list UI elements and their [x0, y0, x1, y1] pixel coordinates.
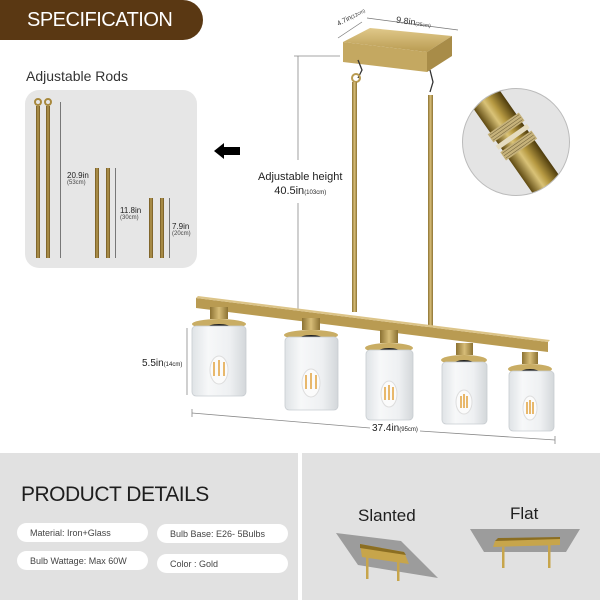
- lamp-3: [365, 330, 414, 421]
- rod-short-dimension: 7.9in(20cm): [172, 222, 191, 238]
- rod-medium: [106, 168, 110, 258]
- spec-color: Color : Gold: [157, 554, 288, 573]
- product-details-title: PRODUCT DETAILS: [21, 483, 209, 506]
- rod-long-dimension-line: [60, 102, 61, 258]
- spec-bulb-wattage: Bulb Wattage: Max 60W: [17, 551, 148, 570]
- slanted-ceiling-icon: [336, 533, 438, 581]
- spec-bulb-base: Bulb Base: E26- 5Bulbs: [157, 524, 288, 543]
- rod-medium: [95, 168, 99, 258]
- rods-panel: 20.9in(53cm) 11.8in(30cm) 7.9in(20cm): [25, 90, 197, 268]
- rod-hook-icon: [44, 98, 52, 106]
- rod-medium-dimension-line: [115, 168, 116, 258]
- rod-hook-icon: [34, 98, 42, 106]
- specification-title: SPECIFICATION: [27, 8, 173, 31]
- spec-material: Material: Iron+Glass: [17, 523, 148, 542]
- mount-slanted-label: Slanted: [358, 506, 416, 525]
- mount-diagrams: [336, 529, 580, 581]
- lamp-1: [191, 307, 247, 397]
- rod-long: [46, 106, 50, 258]
- arrow-left-icon: [214, 143, 240, 159]
- flat-ceiling-icon: [470, 529, 580, 568]
- rod-short: [160, 198, 164, 258]
- lamp-4: [441, 343, 488, 425]
- fixture-length-dimension: 37.4in(95cm): [372, 423, 418, 434]
- rod-connector-closeup: [462, 88, 570, 196]
- adjustable-height-dimension: Adjustable height 40.5in(103cm): [258, 171, 343, 197]
- rod-short-dimension-line: [169, 198, 170, 258]
- mounting-options-panel: Slanted Flat: [302, 453, 600, 600]
- product-details-panel: PRODUCT DETAILS Material: Iron+Glass Bul…: [0, 453, 298, 600]
- threaded-rod-icon: [467, 89, 568, 195]
- rod-medium-dimension: 11.8in(30cm): [120, 206, 142, 222]
- rod-short: [149, 198, 153, 258]
- shade-height-dimension: 5.5in(14cm): [142, 358, 183, 369]
- lamp-2: [284, 318, 339, 411]
- rod-long-dimension: 20.9in(53cm): [67, 171, 89, 187]
- rods-title: Adjustable Rods: [26, 68, 128, 84]
- mount-flat-label: Flat: [510, 504, 539, 523]
- rod-long: [36, 106, 40, 258]
- chandelier-illustration: [186, 17, 556, 444]
- lamp-5: [508, 352, 555, 432]
- specification-banner: SPECIFICATION: [0, 0, 203, 40]
